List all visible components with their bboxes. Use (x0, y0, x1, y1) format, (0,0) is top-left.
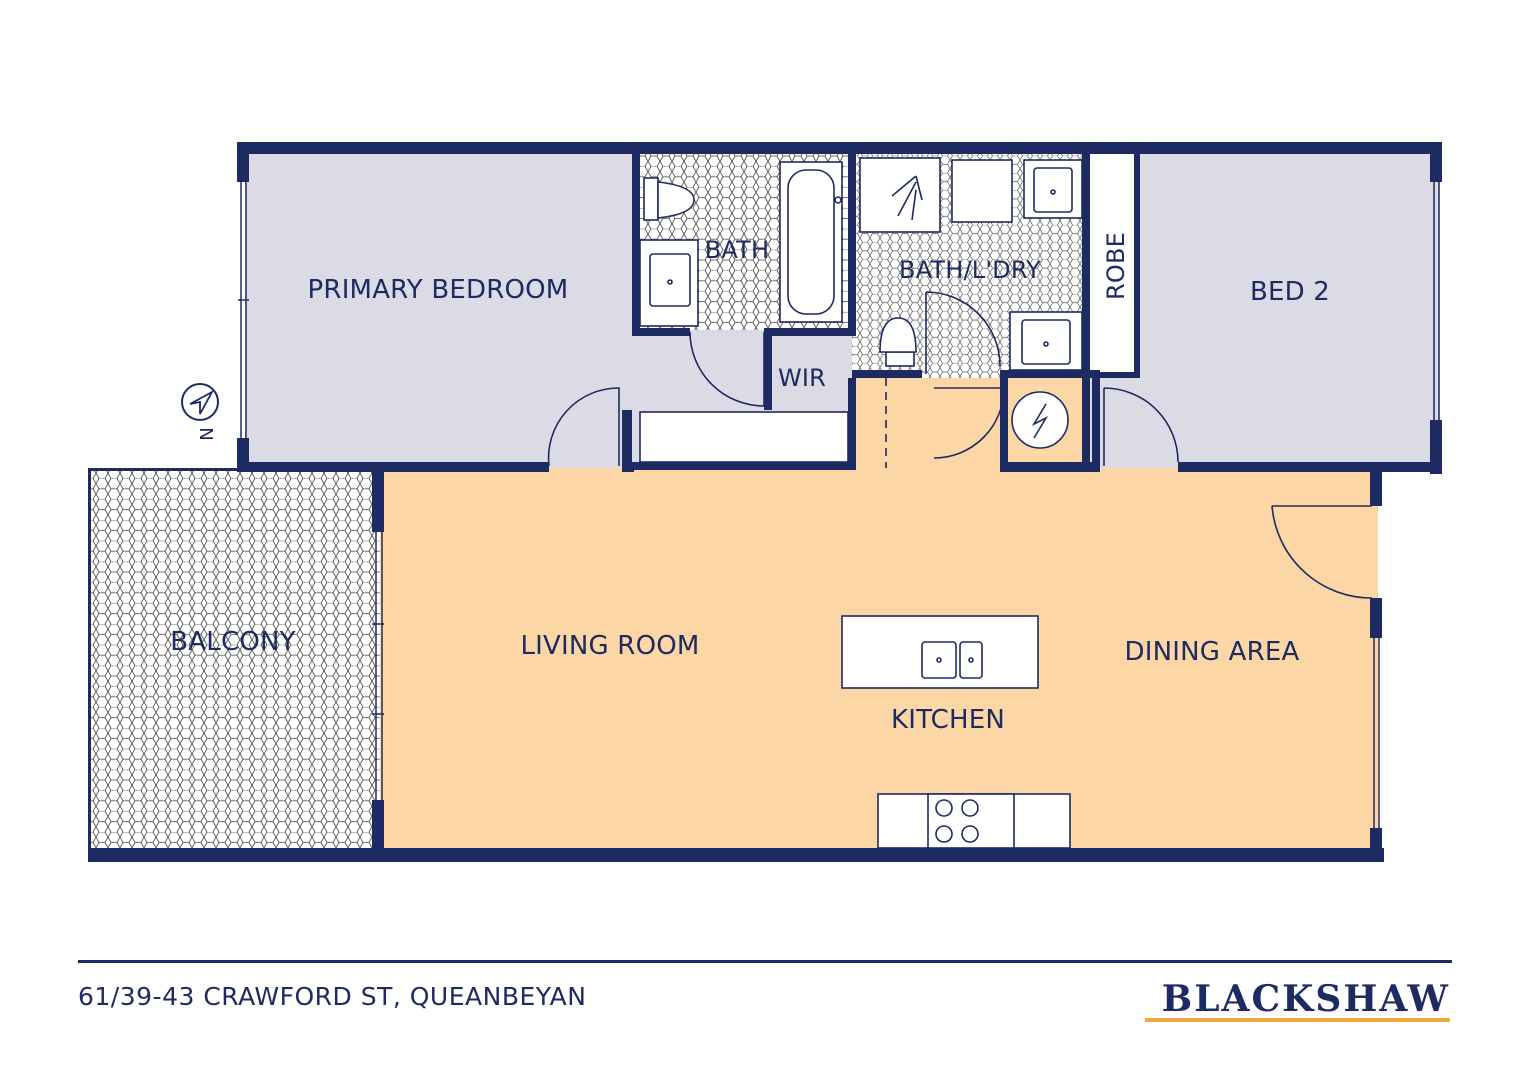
label-bath: BATH (705, 236, 770, 264)
wir-shelf (639, 411, 849, 463)
label-balcony: BALCONY (170, 627, 295, 657)
compass-label: N (195, 427, 216, 440)
door-bath-laundry (925, 291, 1001, 374)
label-living-room: LIVING ROOM (520, 631, 699, 661)
door-entry (1271, 505, 1373, 599)
door-primary-bedroom (547, 387, 620, 467)
brand-underline (1145, 1018, 1450, 1022)
washing-machine (951, 159, 1013, 223)
property-address: 61/39-43 CRAWFORD ST, QUEANBEYAN (78, 982, 587, 1011)
north-arrow-icon: N (181, 383, 219, 441)
fixtures (639, 157, 1083, 849)
label-wir: WIR (778, 364, 826, 392)
cooktop-burner (935, 825, 953, 843)
toilet-bath (643, 177, 659, 221)
walls (88, 142, 1442, 862)
robe-fill-top (1090, 150, 1138, 378)
doors (547, 291, 1373, 599)
brand-logo: BLACKSHAW (1161, 978, 1450, 1020)
room-labels: PRIMARY BEDROOM BATH BATH/L'DRY ROBE BED… (170, 232, 1330, 735)
shower (859, 157, 941, 233)
door-bed2 (1103, 387, 1179, 466)
cooktop-burner (961, 799, 979, 817)
label-dining-area: DINING AREA (1125, 637, 1300, 667)
label-bath-laundry: BATH/L'DRY (899, 256, 1041, 284)
bed2-fill (1090, 150, 1440, 468)
toilet-laundry (885, 351, 915, 367)
cooktop-burner (935, 799, 953, 817)
hot-water-icon (1011, 391, 1069, 449)
primary-bedroom-fill (245, 150, 637, 468)
balcony-fill (90, 470, 380, 855)
label-primary-bedroom: PRIMARY BEDROOM (308, 275, 569, 305)
label-robe: ROBE (1102, 232, 1130, 300)
windows (238, 182, 1440, 828)
cooktop-burner (961, 825, 979, 843)
floor-plan: N PRIMARY BEDROOM BATH BATH/L'DRY ROBE B… (88, 142, 1442, 862)
label-kitchen: KITCHEN (891, 705, 1005, 735)
door-cupboard (933, 387, 1005, 459)
footer-divider (78, 960, 1452, 963)
label-bed2: BED 2 (1250, 277, 1330, 307)
door-wir (689, 331, 765, 407)
